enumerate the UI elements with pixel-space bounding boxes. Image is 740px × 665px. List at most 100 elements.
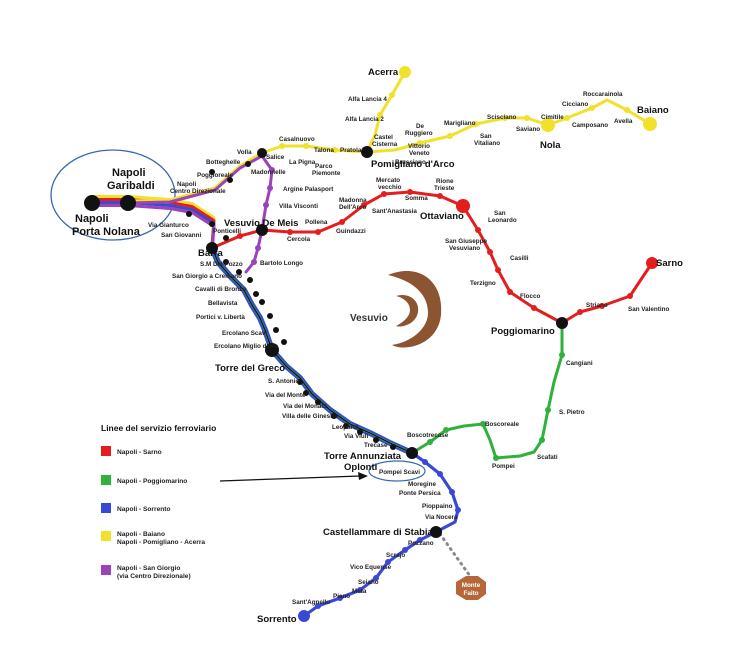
via-viuli-label: Via Viuli [344, 433, 369, 440]
torre-annunziata-label-2: Oplonti [344, 462, 377, 473]
pomigliano-label: Pomigliano d'Arco [371, 159, 455, 170]
san-leonardo-label-1: San [494, 210, 506, 217]
station-dot-sarno-8 [475, 227, 481, 233]
hub-dot-volla [257, 148, 267, 158]
nola-label: Nola [540, 140, 561, 151]
san-valentino-label: San Valentino [628, 306, 669, 313]
via-gianturco-label: Via Gianturco [148, 222, 189, 229]
station-dot-sorrento-3 [455, 507, 461, 513]
san-vitaliano-label-1: San [480, 133, 492, 140]
station-dot-baiano-12 [624, 107, 630, 113]
station-dot-sangiorgio-0 [269, 167, 275, 173]
vesuvio-crater-inner [396, 294, 419, 327]
station-dot-sarno-3 [339, 219, 345, 225]
pompei-scavi-highlight [368, 460, 426, 482]
pompei-scavi-pointer-arrow [219, 472, 368, 482]
striano-label: Striano [586, 302, 608, 309]
bellavista-label: Bellavista [208, 300, 238, 307]
station-dot-sarno-6 [407, 189, 413, 195]
alfa-lancia-2-label: Alfa Lancia 2 [345, 116, 384, 123]
vittorio-veneto-label-2: Veneto [409, 150, 430, 157]
de-ruggiero-label-1: De [416, 123, 425, 130]
legend-label-baiano-1: Napoli - Baiano [117, 531, 165, 538]
legend-title: Linee del servizio ferroviario [101, 423, 216, 433]
hub-dot-sorrento [298, 610, 310, 622]
station-dot-coast-4 [236, 269, 242, 275]
hub-dot-napoli-1 [120, 195, 136, 211]
vesuvio-icon [388, 270, 442, 348]
station-dot-baiano-5 [417, 140, 423, 146]
san-giorgio-label: San Giorgio a Cremano [172, 273, 242, 280]
station-dot-poggiomarino-1 [545, 407, 551, 413]
hub-dot-castellammare [430, 526, 442, 538]
monte-faito-cableway [438, 532, 472, 578]
guindazzi-label: Guindazzi [336, 228, 366, 235]
torre-del-greco-label: Torre del Greco [215, 363, 285, 374]
line-coast-blue [209, 245, 415, 456]
napoli-porta-nolana-label-2: Porta Nolana [72, 226, 141, 238]
salice-label: Salice [266, 154, 285, 161]
bartolo-longo-label: Bartolo Longo [260, 260, 303, 267]
station-dot-coast-6 [253, 291, 259, 297]
station-dot-baiano-7 [473, 121, 479, 127]
hub-dot-napoli-0 [84, 195, 100, 211]
station-dot-coast-1 [209, 221, 215, 227]
baiano-label: Baiano [637, 105, 669, 116]
pompei-scavi-label: Pompei Scavi [379, 469, 420, 476]
station-dot-baiano-9 [524, 115, 530, 121]
legend-swatch-baiano [101, 531, 111, 541]
san-vitaliano-label-2: Vitaliano [474, 140, 500, 147]
barra-label: Barra [198, 248, 224, 259]
saviano-label: Saviano [516, 126, 540, 133]
vesuvio-de-meis-label: Vesuvio De Meis [224, 218, 298, 229]
station-dot-sarno-15 [627, 293, 633, 299]
via-dei-monaci-label: Via dei Monaci [283, 403, 327, 410]
ponticelli-label: Ponticelli [213, 228, 241, 235]
napoli-cd-label-1: Napoli [177, 181, 196, 188]
flocco-label: Flocco [520, 293, 540, 300]
de-ruggiero-label-2: Ruggiero [405, 130, 433, 137]
station-dot-poggiomarino-6 [427, 439, 433, 445]
castel-cisterna-label-2: Cisterna [372, 141, 398, 148]
line-poggiomarino [410, 321, 564, 460]
station-dot-napoli-2 [245, 161, 251, 167]
hub-dot-nola [541, 118, 555, 132]
castel-cisterna-label-1: Castel [374, 134, 393, 141]
san-leonardo-label-2: Leonardo [488, 217, 517, 224]
s-antonio-label: S. Antonio [268, 378, 299, 385]
sarno-label: Sarno [656, 258, 683, 269]
hub-dot-ottaviano [456, 199, 470, 213]
argine-palasport-label: Argine Palasport [283, 186, 334, 193]
vittorio-veneto-label-1: Vittorio [408, 143, 430, 150]
station-dot-coast-3 [223, 259, 229, 265]
ercolano-scavi-label: Ercolano Scavi [222, 330, 267, 337]
casilli-label: Casilli [510, 255, 529, 262]
station-dot-coast-18 [390, 444, 396, 450]
station-dot-baiano-11 [589, 105, 595, 111]
pompei-label: Pompei [492, 463, 515, 470]
san-giuseppe-label-1: San Giuseppe [445, 238, 487, 245]
cimitile-label: Cimitile [541, 114, 564, 121]
station-dot-sarno-7 [437, 193, 443, 199]
hub-dot-barra [206, 242, 218, 254]
monte-faito-label-1: Monte [462, 582, 481, 589]
sant-agnello-label: Sant'Agnello [292, 599, 330, 606]
monte-faito-hexagon [456, 576, 486, 600]
napoli-garibaldi-label-2: Garibaldi [107, 180, 155, 192]
ponte-persica-label: Ponte Persica [399, 490, 441, 497]
ercolano-miglio-label: Ercolano Miglio d'oro [214, 343, 278, 350]
station-dot-sorrento-5 [402, 547, 408, 553]
san-giovanni-label: San Giovanni [161, 232, 201, 239]
sorrento-label: Sorrento [257, 614, 297, 625]
station-dot-sarno-0 [237, 233, 243, 239]
station-dot-coast-17 [373, 437, 379, 443]
moregine-label: Moregine [408, 481, 436, 488]
poggiomarino-label: Poggiomarino [491, 326, 555, 337]
pratola-label: Pratola [340, 147, 362, 154]
ottaviano-label: Ottaviano [420, 211, 464, 222]
station-dot-baiano-3 [377, 112, 383, 118]
hub-dot-baiano [643, 117, 657, 131]
stations [84, 66, 658, 622]
line-coast-green [210, 246, 414, 455]
sm-del-pozzo-label: S.M Del Pozzo [200, 261, 243, 268]
